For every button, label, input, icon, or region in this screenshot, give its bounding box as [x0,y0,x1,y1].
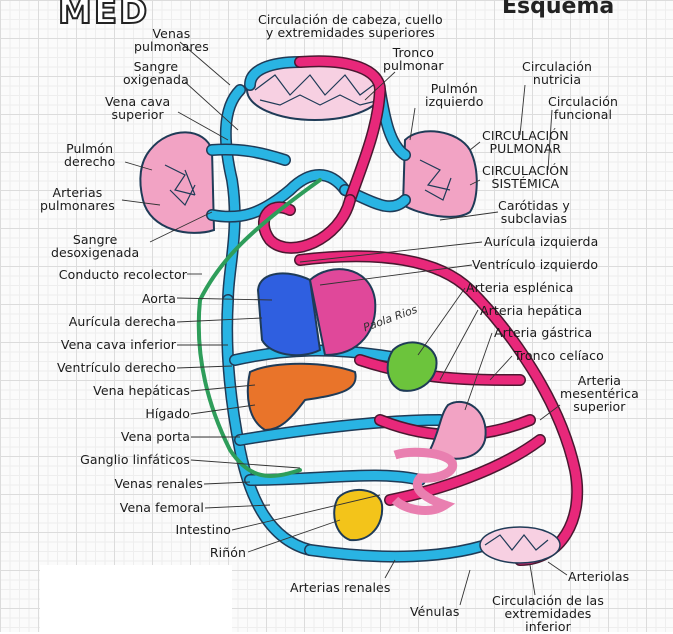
label-arteria-mesenterica: Arteria mesentérica superior [560,374,639,413]
label-circulacion-sistemica: CIRCULACIÓN SISTÉMICA [482,164,569,190]
label-venas-pulmonares: Venas pulmonares [134,27,209,53]
label-rinon: Riñón [170,546,246,559]
label-ventriculo-izquierdo: Ventrículo izquierdo [472,258,598,271]
heart [258,269,375,355]
left-lung [403,131,477,217]
label-tronco-celiaco: Tronco celíaco [514,349,604,362]
label-venas-hepaticas: Vena hepáticas [60,384,190,397]
spleen [388,342,437,390]
label-intestino: Intestino [130,523,231,536]
label-arteria-gastrica: Arteria gástrica [494,326,592,339]
label-vena-cava-superior: Vena cava superior [105,95,170,121]
label-vena-femoral: Vena femoral [70,501,204,514]
label-circulacion-pulmonar: CIRCULACIÓN PULMONAR [482,129,569,155]
liver [248,364,356,430]
right-lung [140,132,214,233]
label-arteriolas: Arteriolas [568,570,629,583]
label-arterias-renales: Arterias renales [290,581,390,594]
label-conducto-recolector: Conducto recolector [38,268,187,281]
label-pulmon-izquierdo: Pulmón izquierdo [425,82,483,108]
label-ganglio-linfaticos: Ganglio linfáticos [40,453,190,466]
label-arteria-esplenica: Arteria esplénica [466,281,573,294]
label-auricula-izquierda: Aurícula izquierda [484,235,598,248]
label-vena-porta: Vena porta [80,430,190,443]
label-sangre-desoxigenada: Sangre desoxigenada [51,233,139,259]
label-circulacion-extremidades: Circulación de las extremidades inferior [492,594,604,633]
label-circulacion-funcional: Circulación funcional [548,95,618,121]
blank-panel [40,565,232,632]
label-venas-renales: Venas renales [70,477,203,490]
lower-limb-network [480,527,560,563]
label-carotidas: Carótidas y subclavias [498,199,570,225]
label-auricula-derecha: Aurícula derecha [40,315,176,328]
page-title: Esquema [502,0,614,19]
label-arteria-hepatica: Arteria hepática [480,304,582,317]
kidney [334,490,382,540]
label-aorta: Aorta [100,292,176,305]
label-circulacion-cabeza: Circulación de cabeza, cuello y extremid… [258,13,443,39]
label-circulacion-nutricia: Circulación nutricia [522,60,592,86]
label-higado: Hígado [100,407,190,420]
label-ventriculo-derecho: Ventrículo derecho [30,361,176,374]
label-arterias-pulmonares: Arterias pulmonares [40,186,115,212]
label-sangre-oxigenada: Sangre oxigenada [123,60,189,86]
label-venulas: Vénulas [410,605,459,618]
label-vena-cava-inferior: Vena cava inferior [30,338,176,351]
label-tronco-pulmonar: Tronco pulmonar [383,46,444,72]
label-pulmon-derecho: Pulmón derecho [64,142,115,168]
